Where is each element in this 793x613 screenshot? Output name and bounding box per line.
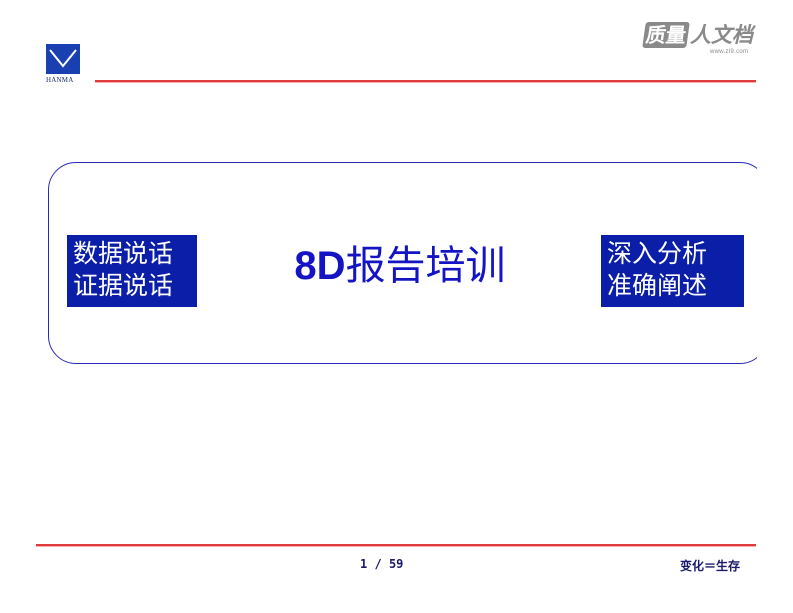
footer-slogan: 变化＝生存: [680, 559, 741, 573]
watermark-text: 人文档: [690, 23, 753, 47]
watermark-url: www.zl9.com: [710, 49, 749, 55]
right-tag-line-2: 准确阐述: [607, 271, 708, 300]
right-tag: 深入分析 准确阐述: [601, 235, 744, 307]
page-current: 1: [360, 557, 368, 571]
left-tag-line-2: 证据说话: [73, 271, 174, 300]
slide-title-text: 报告培训: [345, 243, 506, 289]
panel-edge-clip: [757, 150, 793, 380]
company-logo: HANMA: [46, 44, 82, 88]
watermark: 质量 人文档 www.zl9.com: [642, 22, 784, 66]
page-total: 59: [388, 557, 404, 571]
left-tag-line-1: 数据说话: [73, 239, 174, 268]
right-tag-line-1: 深入分析: [607, 239, 708, 268]
logo-text: HANMA: [46, 76, 74, 84]
slide-title: 8D报告培训: [230, 240, 570, 301]
page-separator: /: [374, 557, 382, 571]
footer-rule: [36, 544, 756, 546]
header-rule: [95, 80, 756, 82]
logo-mark-icon: [46, 44, 80, 74]
page-indicator: 1 / 59: [360, 557, 440, 571]
left-tag: 数据说话 证据说话: [67, 235, 197, 307]
slide-title-number: 8D: [294, 244, 346, 288]
watermark-box: 质量: [642, 22, 690, 48]
